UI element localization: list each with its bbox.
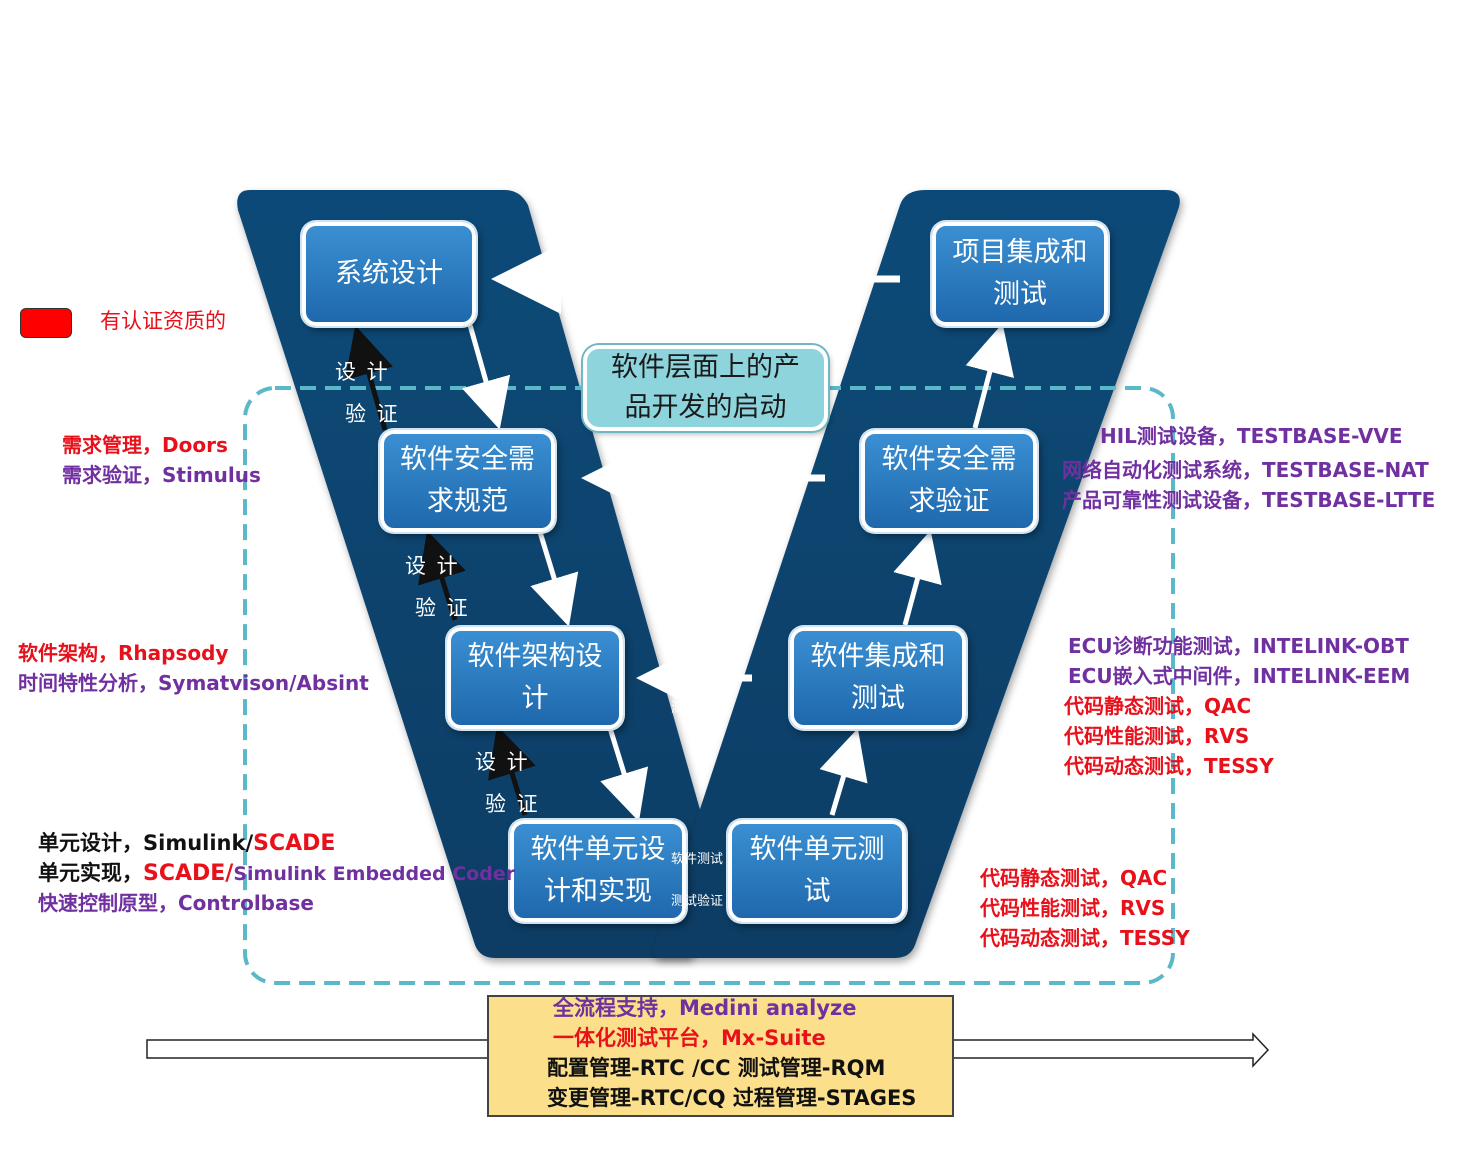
- down-arrows: [462, 324, 649, 822]
- node-project-integration-line1: 项目集成和: [952, 237, 1088, 268]
- node-sw-integration[interactable]: 软件集成和 测试: [790, 627, 966, 729]
- arrow-label-test-arch: 软件测试: [671, 659, 724, 674]
- arrow-label-test-top: 软件测试: [672, 260, 725, 275]
- ann-dynamic-2: 代码动态测试，TESSY: [980, 926, 1190, 950]
- ann-req-mgmt: 需求管理，Doors: [62, 433, 228, 457]
- legend-label: 有认证资质的: [100, 309, 226, 333]
- ann-sw-arch: 软件架构，Rhapsody: [18, 641, 229, 665]
- node-project-integration[interactable]: 项目集成和 测试: [932, 222, 1108, 326]
- ann-ecu-embedded: ECU嵌入式中间件，INTELINK-EEM: [1068, 664, 1411, 688]
- node-sw-integration-line2: 测试: [851, 683, 905, 714]
- node-sw-safety-req-line2: 求规范: [427, 486, 508, 517]
- v-label-verify-1: 验 证: [345, 402, 400, 426]
- ann-timing: 时间特性分析，Symatvison/Absint: [18, 671, 369, 695]
- v-label-verify-2: 验 证: [415, 596, 470, 620]
- node-sw-safety-verify-line2: 求验证: [908, 486, 990, 517]
- ann-unit-design-prefix: 单元设计，Simulink/: [38, 831, 254, 855]
- node-sw-arch-line1: 软件架构设: [467, 641, 603, 672]
- v-label-design-1: 设 计: [335, 360, 390, 384]
- up-arrows-right: [819, 323, 1014, 816]
- center-line2: 品开发的启动: [624, 392, 787, 423]
- ann-perf-1: 代码性能测试，RVS: [1064, 724, 1250, 748]
- ann-unit-design-tool: SCADE: [253, 831, 336, 856]
- node-sw-unit-design[interactable]: 软件单元设 计和实现: [510, 820, 686, 922]
- node-sw-unit-design-line2: 计和实现: [544, 876, 652, 907]
- ann-reliability: 产品可靠性测试设备，TESTBASE-LTTE: [1062, 488, 1436, 512]
- horizontal-arrows: [491, 244, 900, 713]
- ann-unit-impl: 单元实现，SCADE/Simulink Embedded Coder: [38, 858, 515, 889]
- node-sw-unit-test[interactable]: 软件单元测 试: [728, 820, 906, 922]
- arrow-label-test-mid: 软件测试: [672, 459, 725, 474]
- ann-unit-impl-tool: SCADE/: [143, 861, 234, 886]
- node-system-design[interactable]: 系统设计: [302, 222, 476, 326]
- ann-unit-impl-prefix: 单元实现，: [38, 861, 143, 885]
- ann-req-verify: 需求验证，Stimulus: [62, 463, 261, 487]
- v-left-arm: [237, 190, 720, 958]
- tool-support-box: [487, 995, 954, 1117]
- node-system-design-label: 系统设计: [335, 258, 443, 289]
- node-project-integration-line2: 测试: [993, 279, 1047, 310]
- node-sw-unit-test-line1: 软件单元测: [749, 834, 885, 865]
- center-line1: 软件层面上的产: [611, 352, 800, 383]
- ann-hil: HIL测试设备，TESTBASE-VVE: [1100, 424, 1403, 448]
- v-label-design-2: 设 计: [405, 554, 460, 578]
- node-sw-unit-test-line2: 试: [803, 876, 831, 907]
- node-sw-integration-line1: 软件集成和: [810, 641, 946, 672]
- up-arrows-black: [344, 325, 536, 816]
- ann-static-2: 代码静态测试，QAC: [980, 866, 1168, 890]
- tool-medini: 全流程支持，Medini analyze: [553, 996, 857, 1020]
- ann-network: 网络自动化测试系统，TESTBASE-NAT: [1062, 458, 1429, 482]
- node-sw-architecture[interactable]: 软件架构设 计: [447, 627, 623, 729]
- arrow-label-verify-unit: 测试验证: [671, 894, 724, 909]
- ann-unit-impl-coder: Simulink Embedded Coder: [233, 863, 516, 885]
- ann-dynamic-1: 代码动态测试，TESSY: [1064, 754, 1274, 778]
- arrow-label-test-unit: 软件测试: [671, 852, 724, 867]
- tool-mx-suite: 一体化测试平台，Mx-Suite: [553, 1026, 826, 1050]
- v-label-verify-3: 验 证: [485, 792, 540, 816]
- tool-config-mgmt: 配置管理-RTC /CC 测试管理-RQM: [547, 1056, 886, 1080]
- node-sw-safety-req-line1: 软件安全需: [400, 444, 535, 475]
- node-sw-safety-requirements[interactable]: 软件安全需 求规范: [380, 430, 555, 532]
- node-sw-arch-line2: 计: [521, 683, 549, 714]
- ann-perf-2: 代码性能测试，RVS: [980, 896, 1166, 920]
- ann-unit-design: 单元设计，Simulink/SCADE: [38, 828, 335, 859]
- ann-ecu-diag: ECU诊断功能测试，INTELINK-OBT: [1068, 634, 1409, 658]
- arrow-label-verify-arch: 测试验证: [671, 701, 724, 716]
- legend-red-swatch: [20, 308, 72, 338]
- v-label-design-3: 设 计: [475, 750, 530, 774]
- ann-static-1: 代码静态测试，QAC: [1064, 694, 1252, 718]
- tool-change-mgmt: 变更管理-RTC/CQ 过程管理-STAGES: [547, 1086, 917, 1110]
- center-sw-level-start: 软件层面上的产 品开发的启动: [583, 345, 828, 431]
- node-sw-safety-verification[interactable]: 软件安全需 求验证: [861, 430, 1037, 532]
- ann-rapid-proto: 快速控制原型，Controlbase: [38, 891, 314, 915]
- node-sw-safety-verify-line1: 软件安全需: [881, 444, 1017, 475]
- node-sw-unit-design-line1: 软件单元设: [530, 834, 666, 865]
